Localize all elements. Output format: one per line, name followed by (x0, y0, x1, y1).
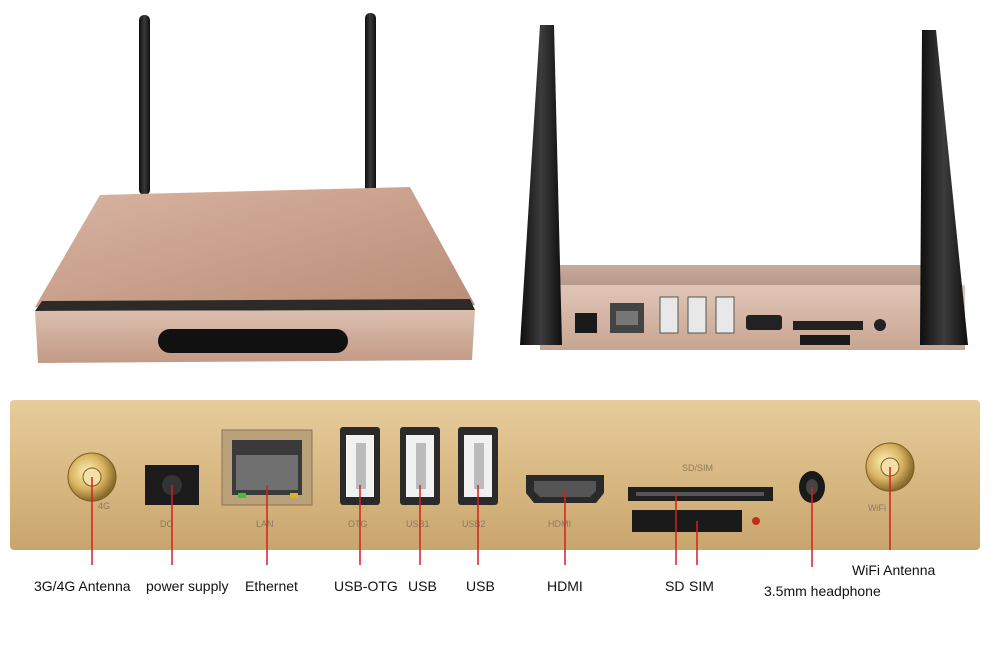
front-display-window (158, 329, 348, 353)
engrave-sd-sim: SD/SIM (682, 463, 713, 473)
hdmi-port-small (746, 315, 782, 330)
engrave-otg: OTG (348, 519, 368, 529)
rear-antenna-left (520, 25, 562, 345)
usb-port-small-1 (659, 296, 679, 334)
antenna-left (139, 15, 150, 195)
engrave-hdmi: HDMI (548, 519, 571, 529)
engrave-wifi: WiFi (868, 503, 886, 513)
label-power-supply: power supply (146, 578, 229, 594)
dc-port-small (575, 313, 597, 333)
callout-lines (91, 467, 891, 567)
sd-slot-small (793, 321, 863, 330)
usb-port-small-2 (687, 296, 707, 334)
device-rear-photo (510, 15, 990, 360)
label-usb-otg: USB-OTG (334, 578, 398, 594)
label-usb-1: USB (408, 578, 437, 594)
sim-slot-small (800, 335, 850, 345)
sd-slot (628, 487, 773, 501)
device-front-photo (30, 5, 480, 375)
sim-slot (632, 510, 760, 532)
label-4g-antenna: 3G/4G Antenna (34, 578, 131, 594)
engrave-lan: LAN (256, 519, 274, 529)
engrave-dc: DC (160, 519, 173, 529)
back-panel-closeup: 4G DC LAN OTG USB1 USB2 HDMI SD/SIM WiFi (0, 395, 1000, 650)
label-sd: SD (665, 578, 685, 594)
label-usb-2: USB (466, 578, 495, 594)
label-sim: SIM (689, 578, 714, 594)
antenna-right (365, 13, 376, 193)
usb1-port (400, 427, 440, 505)
device-lid (35, 187, 475, 307)
engrave-usb2: USB2 (462, 519, 486, 529)
label-headphone: 3.5mm headphone (764, 583, 881, 599)
engrave-4g: 4G (98, 501, 110, 511)
engrave-usb1: USB1 (406, 519, 430, 529)
usb-port-small-3 (715, 296, 735, 334)
label-hdmi: HDMI (547, 578, 583, 594)
usb-otg-port (340, 427, 380, 505)
label-ethernet: Ethernet (245, 578, 298, 594)
label-wifi-antenna: WiFi Antenna (852, 562, 936, 578)
audio-jack-small (874, 319, 886, 331)
rear-antenna-right (920, 30, 968, 345)
